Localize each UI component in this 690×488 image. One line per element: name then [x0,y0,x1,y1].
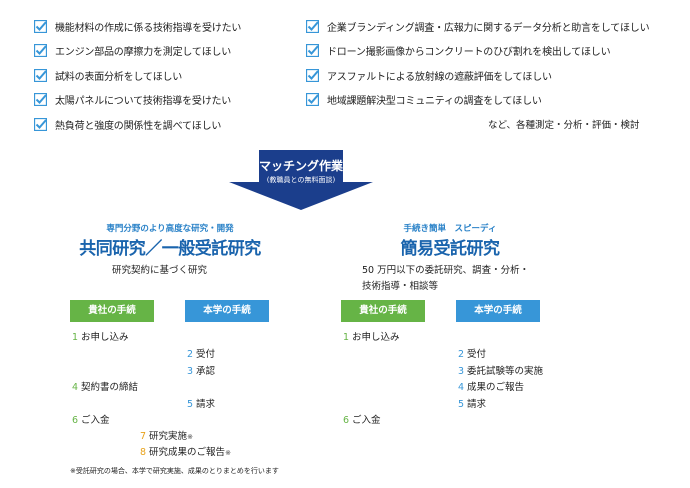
need-text: 企業ブランディング調査・広報力に関するデータ分析と助言をしてほしい [327,22,650,34]
need-text: エンジン部品の摩擦力を測定してほしい [55,47,232,59]
need-item: ドローン撮影画像からコンクリートのひび割れを検出してほしい [306,39,686,64]
need-text: アスファルトによる放射線の遮蔽評価をしてほしい [327,71,552,83]
need-text: 機能材料の作成に係る技術指導を受けたい [55,22,242,34]
checkbox-checked-icon [306,19,319,33]
need-item: 企業ブランディング調査・広報力に関するデータ分析と助言をしてほしい [306,14,686,39]
need-item: アスファルトによる放射線の遮蔽評価をしてほしい [306,63,686,88]
footnote: ※受託研究の場合、本学で研究実施、成果のとりまとめを行います [70,467,279,475]
checkbox-checked-icon [34,117,47,131]
need-text: 熱負荷と強度の関係性を調べてほしい [55,120,222,132]
need-item: 機能材料の作成に係る技術指導を受けたい [34,14,304,39]
checkbox-checked-icon [306,44,319,58]
checkbox-checked-icon [306,68,319,82]
need-text: 試料の表面分析をしてほしい [55,71,183,83]
simple-description-line-1: 50 万円以下の委託研究、調査・分析・ [362,265,530,276]
need-item: 太陽パネルについて技術指導を受けたい [34,88,304,113]
joint-title: 共同研究／一般受託研究 [79,239,261,259]
simple-description-line-2: 技術指導・相談等 [362,281,439,292]
needs-etc-note: など、各種測定・分析・評価・検討 [488,120,640,131]
simple-subtitle: 手続き簡単 スピーディ [403,224,497,234]
needs-list-left: 機能材料の作成に係る技術指導を受けたい エンジン部品の摩擦力を測定してほしい 試… [34,14,304,137]
checkbox-checked-icon [34,44,47,58]
need-text: ドローン撮影画像からコンクリートのひび割れを検出してほしい [327,47,611,59]
checkbox-checked-icon [34,68,47,82]
joint-description: 研究契約に基づく研究 [112,265,208,276]
joint-company-procedure-badge: 貴社の手続 [70,300,154,322]
matching-subtitle: (教職員との無料面談) [266,176,336,184]
joint-university-procedure-badge: 本学の手続 [185,300,269,322]
needs-list-right: 企業ブランディング調査・広報力に関するデータ分析と助言をしてほしい ドローン撮影… [306,14,686,112]
need-item: 熱負荷と強度の関係性を調べてほしい [34,112,304,137]
simple-description: 50 万円以下の委託研究、調査・分析・ 技術指導・相談等 [362,263,529,295]
need-item: エンジン部品の摩擦力を測定してほしい [34,39,304,64]
simple-title: 簡易受託研究 [400,239,501,259]
need-text: 太陽パネルについて技術指導を受けたい [55,96,232,108]
matching-title: マッチング作業 [258,159,343,173]
simple-company-procedure-badge: 貴社の手続 [341,300,425,322]
checkbox-checked-icon [306,93,319,107]
checkbox-checked-icon [34,19,47,33]
matching-arrow-icon [229,150,373,210]
need-text: 地域課題解決型コミュニティの調査をしてほしい [327,96,542,108]
need-item: 地域課題解決型コミュニティの調査をしてほしい [306,88,686,113]
checkbox-checked-icon [34,93,47,107]
need-item: 試料の表面分析をしてほしい [34,63,304,88]
joint-subtitle: 専門分野のより高度な研究・開発 [106,224,234,234]
simple-university-procedure-badge: 本学の手続 [456,300,540,322]
